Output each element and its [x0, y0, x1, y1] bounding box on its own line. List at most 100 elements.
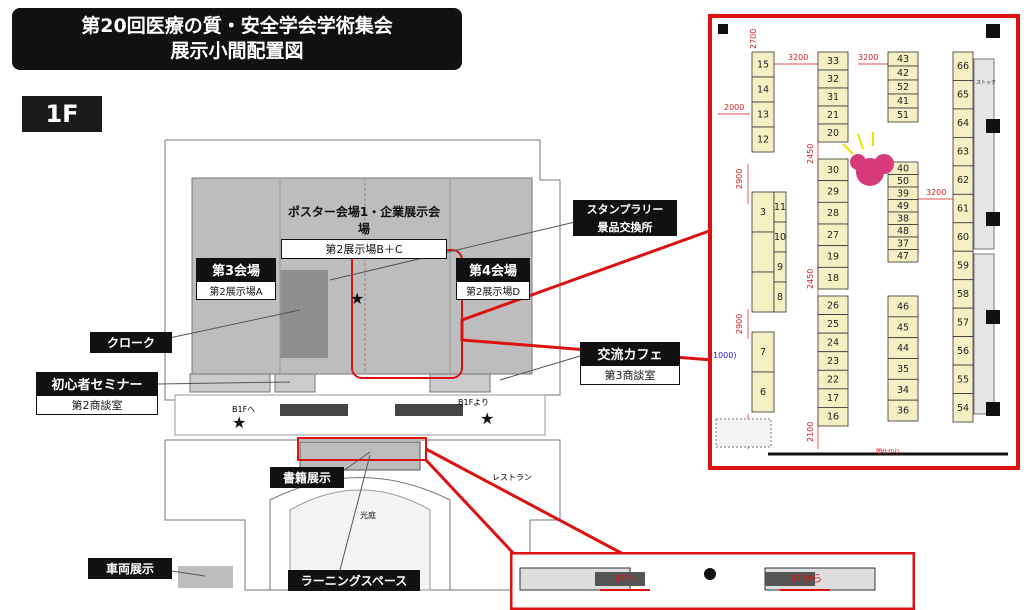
booth-number: 57 [957, 317, 969, 328]
dim-2: 3200 [788, 53, 808, 62]
booth-number: 33 [827, 56, 839, 67]
stamp-rally-name: スタンプラリー [573, 200, 677, 218]
booth-number: 8 [777, 292, 783, 303]
restaurant-label: レストラン [492, 473, 532, 482]
booth-number: 58 [957, 289, 969, 300]
stock-label: ストック [976, 80, 996, 86]
booth-number: 9 [777, 262, 783, 273]
beginner-label: 初心者セミナー 第2商談室 [36, 372, 158, 415]
svg-text:★: ★ [350, 289, 364, 308]
title-banner: 第20回医療の質・安全学会学術集会 展示小間配置図 [12, 8, 462, 70]
booth-cell [887, 399, 919, 422]
booth-cell [751, 231, 775, 273]
cafe-name: 交流カフェ [580, 342, 680, 365]
poster-hall-label: ポスター会場1・企業展示会場 第2展示場B＋C [281, 201, 447, 259]
hall3-name: 第3会場 [196, 258, 276, 281]
hall3-sub: 第2展示場A [196, 281, 276, 300]
booth-number: 55 [957, 374, 969, 385]
booth-number: 14 [757, 85, 769, 96]
booth-number: 64 [957, 118, 969, 129]
booth-number: 21 [827, 110, 839, 121]
booth-cell [751, 371, 775, 413]
booth-number: 22 [827, 375, 839, 386]
dim-1: 2700 [749, 29, 758, 49]
booth-number: 59 [957, 260, 969, 271]
booth-number: 62 [957, 175, 969, 186]
dim-4: 2000 [724, 103, 744, 112]
svg-text:★: ★ [480, 409, 494, 428]
booth-cell [887, 249, 919, 263]
booth-cell [817, 407, 849, 427]
courtyard-label: 光庭 [360, 510, 376, 520]
booth-number: 29 [827, 187, 839, 198]
partition-label: 間仕切り [876, 448, 900, 456]
booth-number: 6 [760, 387, 766, 398]
svg-text:★: ★ [232, 413, 246, 432]
booth-number: 50 [897, 176, 909, 187]
booth-number: 47 [897, 251, 909, 262]
title-line-2: 展示小間配置図 [170, 40, 304, 62]
booth-number: 25 [827, 319, 839, 330]
booth-number: 3 [760, 207, 766, 218]
books-label: 書籍展示 [270, 467, 344, 488]
booth-cell [817, 123, 849, 143]
dim-9: 2900 [735, 314, 744, 334]
booth-number: 41 [897, 96, 909, 107]
vehicle-label: 車両展示 [88, 558, 172, 579]
booth-number: 56 [957, 346, 969, 357]
booth-number: 61 [957, 204, 969, 215]
booth-number: 24 [827, 337, 839, 348]
star-markers: ★ ★ ★ [232, 289, 494, 432]
booth-number: 30 [827, 165, 839, 176]
booth-number: 54 [957, 403, 969, 414]
booth-number: 10 [774, 232, 786, 243]
booth-number: 42 [897, 68, 909, 79]
booth-number: 60 [957, 232, 969, 243]
floor-label: 1F [22, 96, 102, 132]
beginner-sub: 第2商談室 [36, 395, 158, 415]
booth-number: 65 [957, 90, 969, 101]
booth-number: 34 [897, 385, 909, 396]
booth-number: 39 [897, 188, 909, 199]
booth-number: 52 [897, 82, 909, 93]
booth-number: 17 [827, 393, 839, 404]
booth-number: 7 [760, 347, 766, 358]
booth-number: 13 [757, 110, 769, 121]
to-3f-label: 3Fへ [614, 574, 637, 585]
booth-number: 20 [827, 128, 839, 139]
beginner-name: 初心者セミナー [36, 372, 158, 395]
dim-11: 2100 [806, 422, 815, 442]
booth-number: 45 [897, 322, 909, 333]
booth-number: 66 [957, 61, 969, 72]
escalator-inset [510, 552, 915, 610]
cloak-label: クローク [90, 332, 172, 353]
booth-number: 18 [827, 273, 839, 284]
booth-number: 26 [827, 300, 839, 311]
dim-7: 3200 [926, 188, 946, 197]
stamp-rally-sub: 景品交換所 [573, 218, 677, 236]
booth-number: 51 [897, 110, 909, 121]
leader-lines [157, 221, 581, 577]
dim-6: 2900 [735, 169, 744, 189]
booth-number: 19 [827, 252, 839, 263]
booth-number: 12 [757, 135, 769, 146]
pillars [718, 24, 1000, 416]
booth-number: 35 [897, 364, 909, 375]
booth-number: 46 [897, 301, 909, 312]
booth-number: 32 [827, 74, 839, 85]
booth-cell [887, 107, 919, 123]
booth-number: 63 [957, 147, 969, 158]
booth-number: 23 [827, 356, 839, 367]
b1f-from-label: B1Fより [458, 398, 490, 407]
dim-5: 2450 [806, 144, 815, 164]
booth-number: 11 [774, 202, 786, 213]
dim-1000-label: 1000) [713, 351, 736, 360]
booth-cell [817, 266, 849, 290]
title-line-1: 第20回医療の質・安全学会学術集会 [81, 15, 393, 37]
booth-number: 44 [897, 343, 909, 354]
booth-number: 28 [827, 208, 839, 219]
booth-number: 31 [827, 92, 839, 103]
booth-layout-inset: 2700 3200 3200 2000 2450 2900 3200 2450 … [708, 14, 1020, 470]
dim-3: 3200 [858, 53, 878, 62]
